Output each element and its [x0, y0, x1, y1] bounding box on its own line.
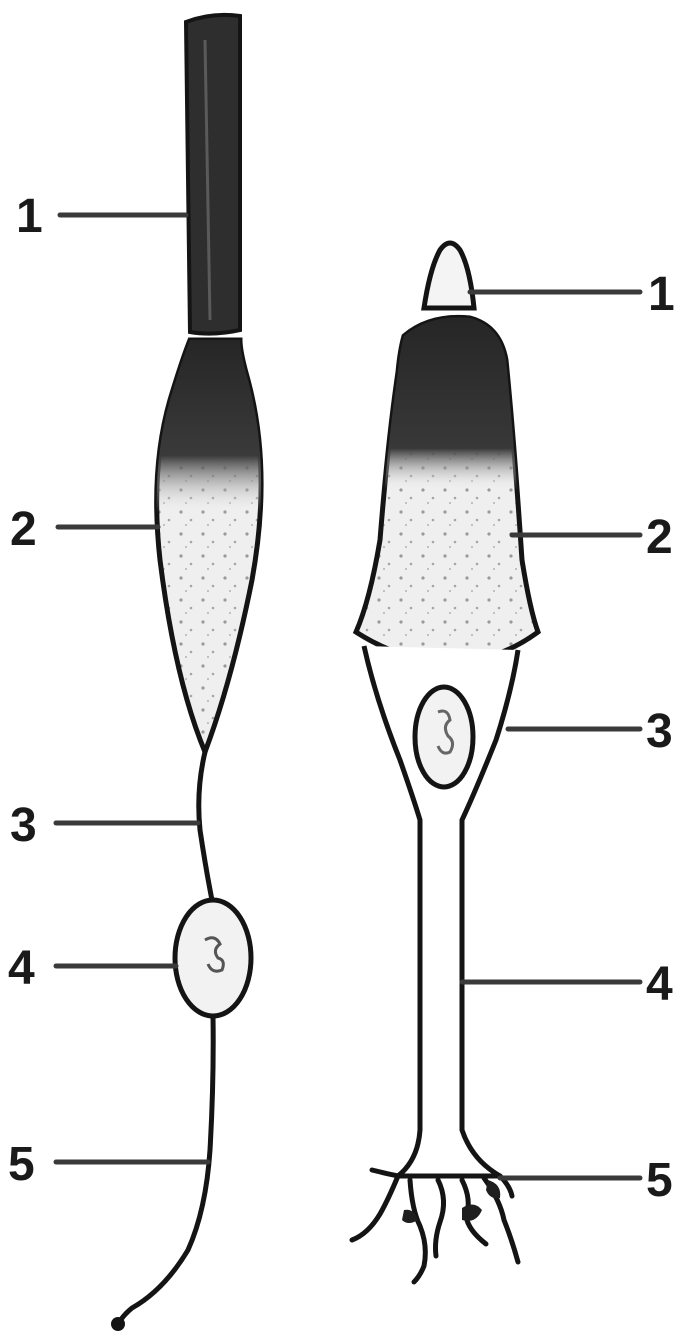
cone-label-1: 1 — [648, 268, 675, 321]
cone-label-3: 3 — [646, 705, 673, 758]
rod-label-1: 1 — [16, 190, 43, 243]
cone-outer-segment — [424, 243, 474, 308]
cone-nucleus — [415, 687, 473, 787]
rod-outer-fiber — [199, 752, 212, 900]
rod-label-3: 3 — [10, 799, 37, 852]
rod-label-2: 2 — [10, 503, 37, 556]
rod-nucleus — [175, 900, 251, 1016]
cone-label-4: 4 — [646, 958, 673, 1011]
rod-inner-fiber — [118, 1016, 213, 1326]
rod-outer-segment — [186, 15, 240, 334]
cone-label-5: 5 — [646, 1154, 673, 1207]
rod-inner-segment-dark-band — [157, 340, 261, 752]
cone-cell: 1 2 3 4 5 — [352, 243, 675, 1282]
rod-spherule — [111, 1317, 125, 1331]
cone-pedicle — [352, 1170, 518, 1282]
rod-label-5: 5 — [8, 1138, 35, 1191]
rod-label-4: 4 — [8, 942, 35, 995]
rod-cell: 1 2 3 4 5 — [8, 15, 261, 1331]
cone-label-2: 2 — [646, 511, 673, 564]
